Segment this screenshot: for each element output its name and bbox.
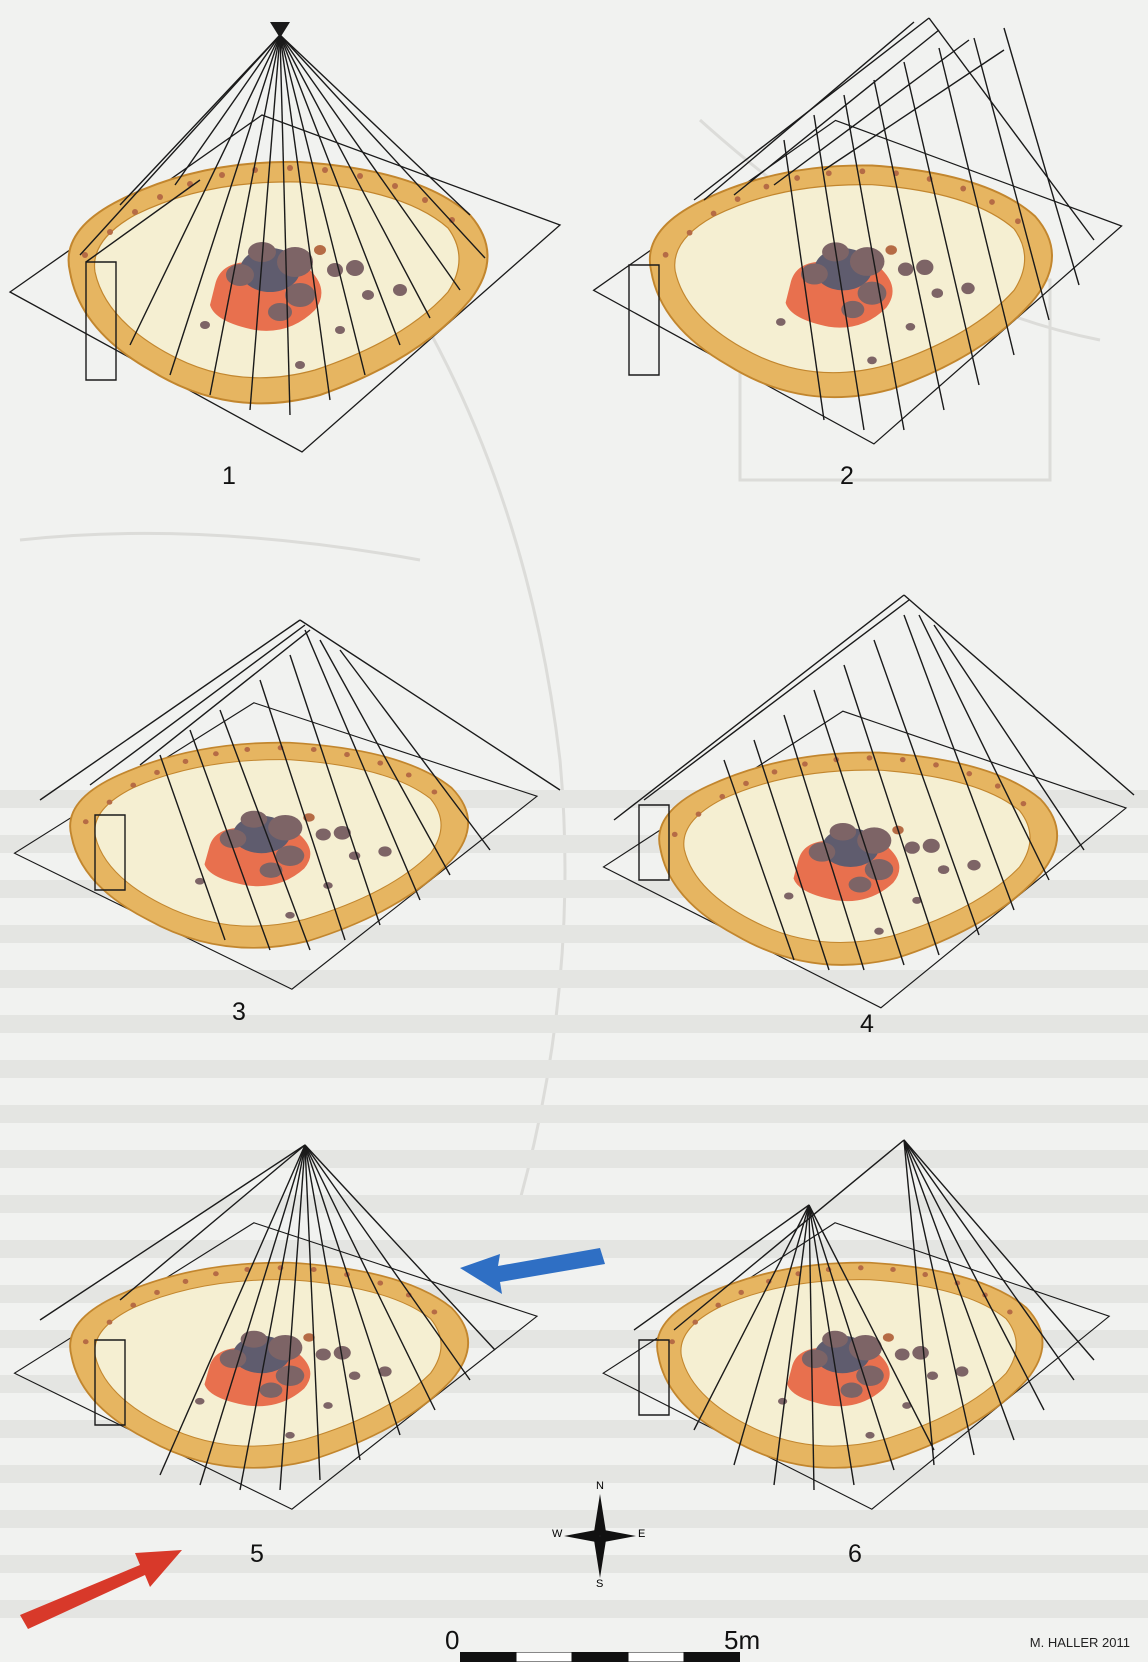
author-credit: M. HALLER 2011 [1029,1635,1130,1650]
compass-east: E [638,1528,646,1540]
plate-1-label: 1 [222,462,236,490]
plate-1-drawing [9,22,561,453]
plate-6-drawing [602,1139,1111,1511]
plate-2-drawing [592,17,1123,445]
compass-south: S [596,1578,604,1590]
blue-arrow-icon [460,1248,605,1294]
scale-start-label: 0 [445,1625,460,1655]
compass-west: W [552,1528,563,1540]
plate-6-label: 6 [848,1540,862,1568]
plate-4-drawing [602,594,1135,1009]
scale-bar [460,1652,740,1662]
compass-rose-icon: N S W E [552,1480,648,1590]
scale-end-label: 5m [724,1625,761,1655]
red-arrow-icon [20,1550,182,1629]
plate-3-drawing [13,619,561,991]
plate-5-label: 5 [250,1540,264,1568]
plate-4-label: 4 [860,1010,874,1038]
plate-2-label: 2 [840,462,854,490]
compass-north: N [596,1480,604,1492]
plate-5-drawing [13,1144,538,1511]
plate-3-label: 3 [232,998,246,1026]
